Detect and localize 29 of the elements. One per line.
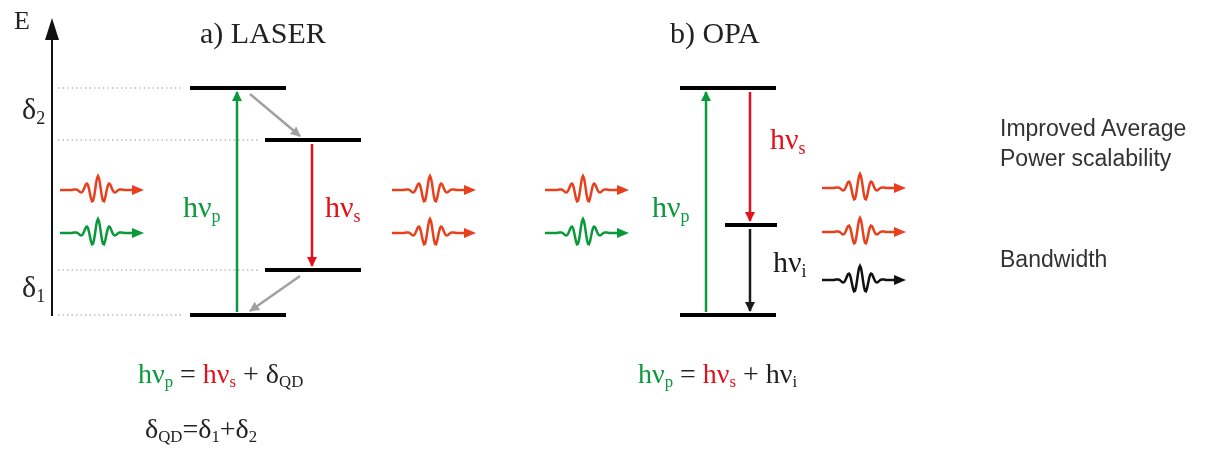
transition-arrow (249, 274, 301, 313)
edge-label: hν$_{p}$ (652, 190, 690, 227)
edge-label: hν$_{s}$ (770, 122, 806, 159)
energy-level (265, 268, 361, 272)
energy-level (680, 313, 776, 317)
transition-arrow (249, 93, 301, 137)
energy-level (265, 138, 361, 142)
transition-arrow (701, 91, 711, 312)
energy-level (190, 313, 286, 317)
energy-gap-label: δ$_{1}$ (22, 270, 46, 307)
edge-label: hν$_{i}$ (773, 245, 807, 282)
note-text: Improved Average Power scalability (1000, 114, 1188, 173)
transition-arrow (307, 144, 317, 267)
energy-gap-label: δ$_{2}$ (22, 92, 46, 129)
transition-arrow (745, 229, 755, 312)
note-text: Bandwidth (1000, 246, 1108, 273)
equation: hν$_{p}$ = hν$_{s}$ + δ$_{QD}$ (138, 358, 304, 393)
axis-label: E (14, 6, 30, 36)
equation: δ$_{QD}$=δ$_{1}$+δ$_{2}$ (145, 413, 258, 448)
equation: hν$_{p}$ = hν$_{s}$ + hν$_{i}$ (638, 358, 798, 393)
panel-title: a) LASER (200, 16, 326, 50)
transition-arrow (745, 92, 755, 222)
transition-arrow (232, 91, 242, 312)
panel-title: b) OPA (670, 16, 760, 50)
edge-label: hν$_{s}$ (325, 190, 361, 227)
energy-level (680, 86, 776, 90)
energy-level (190, 86, 286, 90)
energy-level (725, 223, 777, 227)
edge-label: hν$_{p}$ (183, 190, 221, 227)
